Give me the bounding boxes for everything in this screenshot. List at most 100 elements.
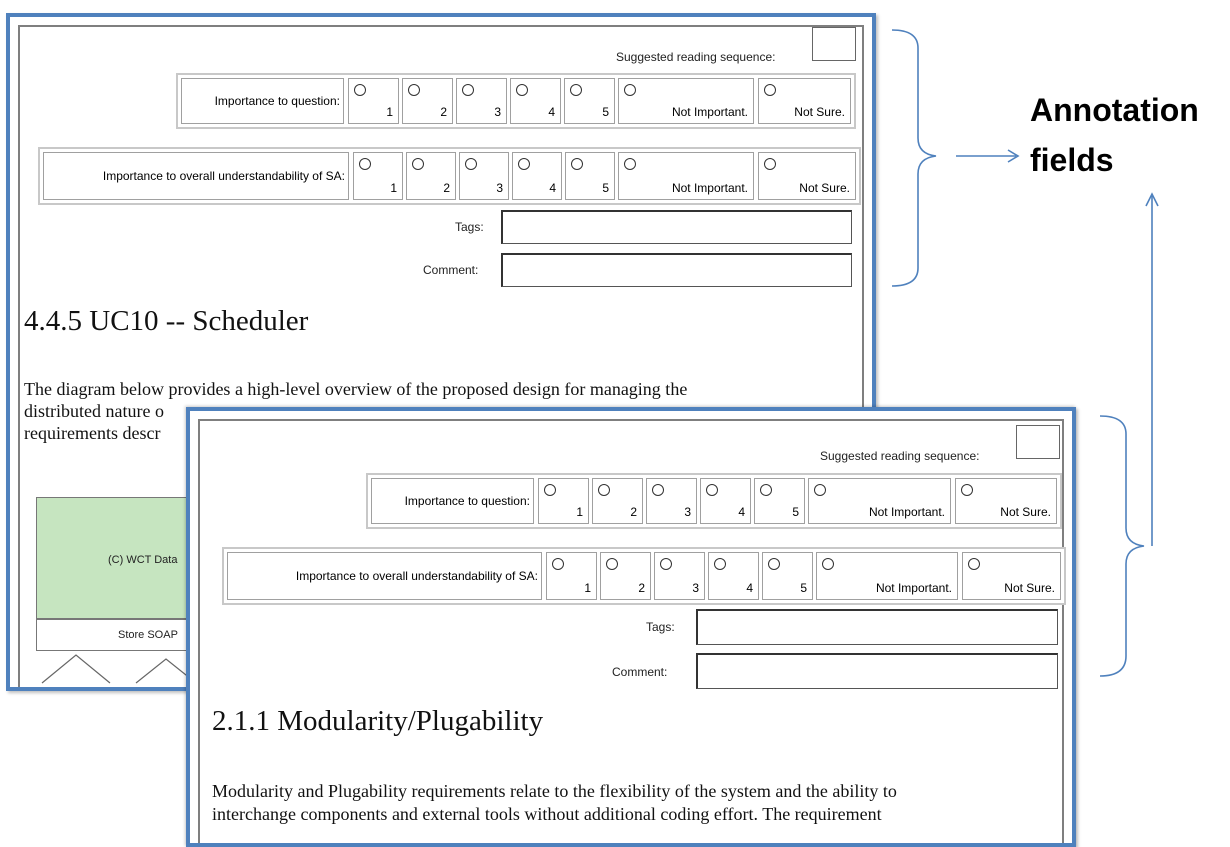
radio-button[interactable] [518,158,530,170]
importance-overall-option-4[interactable]: 4 [512,152,562,200]
importance-question-option-5[interactable]: 5 [564,78,615,124]
radio-button[interactable] [624,158,636,170]
radio-button[interactable] [462,84,474,96]
radio-button[interactable] [706,484,718,496]
radio-button[interactable] [571,158,583,170]
radio-button[interactable] [768,558,780,570]
radio-button[interactable] [764,158,776,170]
radio-button[interactable] [412,158,424,170]
radio-button[interactable] [354,84,366,96]
importance-overall-option-3[interactable]: 3 [459,152,509,200]
option-label: Not Important. [671,105,748,119]
importance-overall-option-not-sure[interactable]: Not Sure. [962,552,1061,600]
section-heading: 4.4.5 UC10 -- Scheduler [24,305,309,337]
option-label: 1 [576,505,583,519]
arrow-to-label-head [1007,149,1020,163]
importance-question-option-1[interactable]: 1 [538,478,589,524]
radio-button[interactable] [814,484,826,496]
importance-question-option-not-important[interactable]: Not Important. [618,78,754,124]
option-label: 4 [548,105,555,119]
option-label: 1 [386,105,393,119]
importance-question-option-3[interactable]: 3 [456,78,507,124]
option-label: 4 [746,581,753,595]
comment-label: Comment: [423,263,479,277]
option-label: 3 [494,105,501,119]
importance-question-option-1[interactable]: 1 [348,78,399,124]
importance-overall-option-1[interactable]: 1 [546,552,597,600]
radio-button[interactable] [552,558,564,570]
radio-button[interactable] [359,158,371,170]
radio-button[interactable] [408,84,420,96]
arrow-up-head [1145,192,1159,207]
option-label: Not Important. [868,505,945,519]
comment-input[interactable] [696,653,1058,689]
radio-button[interactable] [516,84,528,96]
paragraph-line: Modularity and Plugability requirements … [212,781,897,801]
importance-overall-option-not-important[interactable]: Not Important. [618,152,754,200]
importance-overall-option-2[interactable]: 2 [600,552,651,600]
option-label: 4 [738,505,745,519]
radio-button[interactable] [570,84,582,96]
importance-question-row: Importance to question: 1 2 3 4 5 Not Im… [176,73,856,129]
importance-question-option-not-important[interactable]: Not Important. [808,478,951,524]
importance-overall-label-cell: Importance to overall understandability … [43,152,349,200]
radio-button[interactable] [660,558,672,570]
paragraph-line: distributed nature o [24,401,164,421]
option-label: 1 [584,581,591,595]
importance-question-option-2[interactable]: 2 [402,78,453,124]
option-label: Not Sure. [794,105,845,119]
radio-button[interactable] [968,558,980,570]
option-label: 5 [792,505,799,519]
importance-question-option-5[interactable]: 5 [754,478,805,524]
importance-overall-option-4[interactable]: 4 [708,552,759,600]
radio-button[interactable] [822,558,834,570]
radio-button[interactable] [544,484,556,496]
importance-question-option-4[interactable]: 4 [510,78,561,124]
radio-button[interactable] [961,484,973,496]
suggested-reading-label: Suggested reading sequence: [616,50,776,64]
radio-button[interactable] [598,484,610,496]
tags-input[interactable] [696,609,1058,645]
radio-button[interactable] [624,84,636,96]
importance-overall-option-2[interactable]: 2 [406,152,456,200]
comment-input[interactable] [501,253,852,287]
diagram-component-box [36,497,206,619]
lower-bracket [1099,415,1145,677]
radio-button[interactable] [760,484,772,496]
importance-question-option-3[interactable]: 3 [646,478,697,524]
radio-button[interactable] [764,84,776,96]
diagram-bar-label: Store SOAP [118,629,178,641]
option-label: 4 [549,181,556,195]
suggested-reading-label: Suggested reading sequence: [820,449,980,463]
importance-question-option-2[interactable]: 2 [592,478,643,524]
importance-overall-option-5[interactable]: 5 [565,152,615,200]
option-label: 2 [443,181,450,195]
option-label: Not Sure. [799,181,850,195]
importance-overall-option-not-sure[interactable]: Not Sure. [758,152,856,200]
comment-label: Comment: [612,665,668,679]
importance-overall-option-1[interactable]: 1 [353,152,403,200]
radio-button[interactable] [606,558,618,570]
importance-question-option-not-sure[interactable]: Not Sure. [955,478,1057,524]
importance-overall-option-3[interactable]: 3 [654,552,705,600]
suggested-reading-input[interactable] [1016,425,1060,459]
radio-button[interactable] [465,158,477,170]
option-label: 5 [602,105,609,119]
importance-overall-option-5[interactable]: 5 [762,552,813,600]
importance-overall-option-not-important[interactable]: Not Important. [816,552,958,600]
tags-input[interactable] [501,210,852,244]
document-page-frame [18,25,864,687]
radio-button[interactable] [714,558,726,570]
importance-question-option-4[interactable]: 4 [700,478,751,524]
suggested-reading-input[interactable] [812,27,856,61]
importance-question-row: Importance to question: 1 2 3 4 5 Not Im… [366,473,1062,529]
radio-button[interactable] [652,484,664,496]
importance-question-option-not-sure[interactable]: Not Sure. [758,78,851,124]
option-label: Not Important. [875,581,952,595]
option-label: Not Sure. [1004,581,1055,595]
importance-overall-label: Importance to overall understandability … [102,169,345,183]
importance-overall-row: Importance to overall understandability … [38,147,861,205]
diagram-component-label: (C) WCT Data [108,554,178,566]
section-heading: 2.1.1 Modularity/Plugability [212,705,544,737]
